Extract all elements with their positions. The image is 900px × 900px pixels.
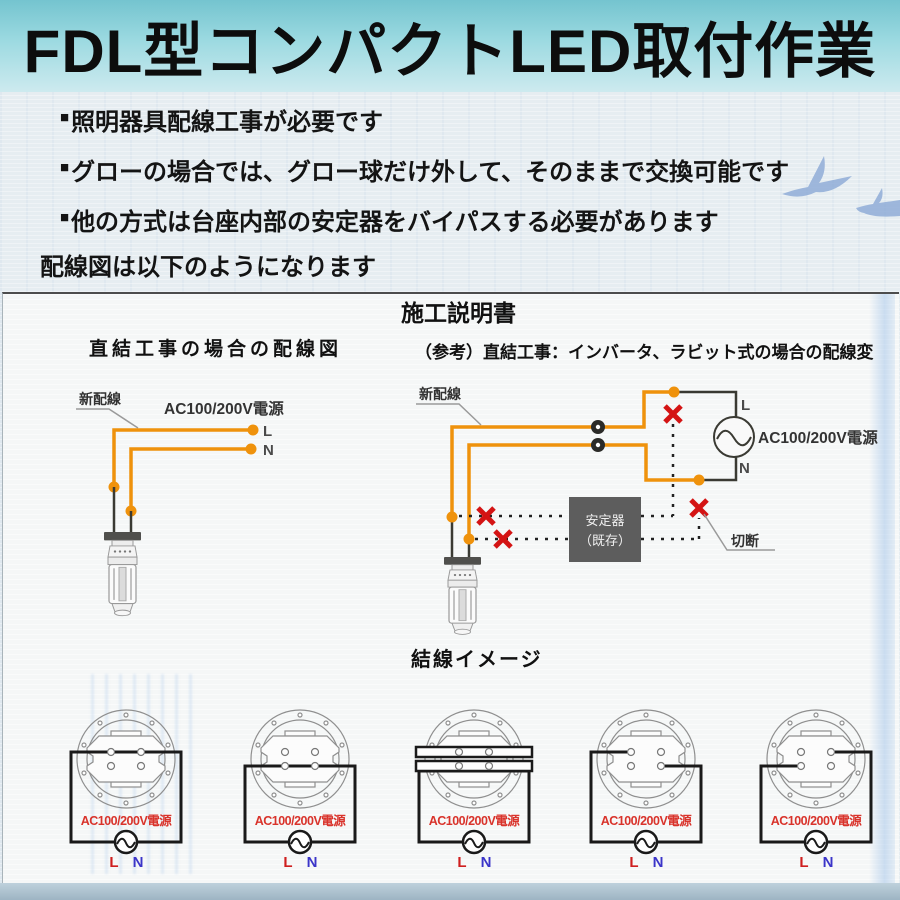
- ac-source-icon: [633, 829, 659, 855]
- socket-terminal-l: L: [629, 854, 638, 871]
- cut-dashed-lines: [459, 424, 701, 541]
- cut-x-icon: [493, 529, 513, 549]
- socket-terminal-n: N: [823, 854, 834, 871]
- cut-x-icon: [476, 506, 496, 526]
- note-item: ■ 照明器具配線工事が必要です: [60, 102, 383, 137]
- ballast-label-line1: 安定器: [585, 513, 624, 528]
- top-banner: FDL型コンパクトLED取付作業: [0, 0, 900, 92]
- note-item: ■ グローの場合では、グロー球だけ外して、そのままで交換可能です: [60, 152, 789, 187]
- terminal-dot-n: [245, 443, 257, 455]
- socket-terminal-l: L: [109, 854, 118, 871]
- neutral-wire: [467, 443, 699, 539]
- bullet-square-icon: ■: [60, 209, 70, 226]
- new-wiring-label: 新配線: [419, 386, 461, 402]
- note-text: グローの場合では、グロー球だけ外して、そのままで交換可能です: [71, 159, 790, 186]
- ac-source-icon: [113, 829, 139, 855]
- ballast-box: [569, 497, 641, 562]
- socket-pins: [454, 747, 494, 771]
- fdl-lamp-icon: [444, 557, 481, 635]
- socket-diagram-3: AC100/200V電源 L N: [414, 709, 534, 871]
- socket-power-label: AC100/200V電源: [601, 813, 693, 828]
- left-diagram-title: 直結工事の場合の配線図: [89, 339, 343, 360]
- panel-title: 施工説明書: [401, 300, 516, 326]
- panel-right-streak: [869, 294, 895, 885]
- new-wiring-pointer-line: [76, 408, 139, 429]
- note-text: 他の方式は台座内部の安定器をバイパスする必要があります: [71, 209, 719, 236]
- new-wiring-pointer-line: [416, 403, 482, 426]
- socket-pins: [626, 747, 666, 771]
- wire-nut-icon: [591, 438, 605, 452]
- ac-source-icon: [713, 416, 755, 458]
- bottom-band: [0, 883, 900, 900]
- socket-terminal-n: N: [481, 854, 492, 871]
- live-wire: [112, 428, 253, 487]
- junction-dot: [446, 511, 458, 523]
- bullet-square-icon: ■: [60, 109, 70, 126]
- note-text: 照明器具配線工事が必要です: [71, 109, 384, 136]
- cut-label: 切断: [731, 533, 759, 549]
- note-footer: 配線図は以下のようになります: [40, 254, 376, 281]
- power-source-label: AC100/200V電源: [164, 399, 284, 418]
- socket-terminal-l: L: [799, 854, 808, 871]
- instruction-panel: 施工説明書 直結工事の場合の配線図 （参考）直結工事：インバータ、ラビット式の場…: [2, 292, 899, 885]
- cut-x-icon: [663, 404, 683, 424]
- left-wiring-diagram: 新配線 AC100/200V電源 L N: [76, 391, 284, 617]
- terminal-n-label: N: [739, 460, 750, 477]
- cut-pointer-line: [703, 513, 775, 551]
- ballast-label-line2: （既存）: [579, 533, 631, 548]
- ac-source-icon: [461, 829, 487, 855]
- socket-pins: [796, 747, 836, 771]
- socket-base-icon: [766, 709, 866, 809]
- socket-pins: [106, 747, 146, 771]
- socket-terminal-l: L: [283, 854, 292, 871]
- source-wire: [699, 457, 738, 482]
- source-wire: [674, 390, 738, 417]
- cut-x-icon: [689, 498, 709, 518]
- ac-source-icon: [803, 829, 829, 855]
- junction-dot: [668, 386, 680, 398]
- socket-base-icon: [76, 709, 176, 809]
- live-wire: [450, 390, 674, 517]
- socket-base-icon: [250, 709, 350, 809]
- socket-base-icon: [596, 709, 696, 809]
- socket-diagram-5: AC100/200V電源 L N: [759, 709, 873, 871]
- right-wiring-diagram: 新配線 L N AC100/200V電源: [416, 386, 878, 635]
- socket-power-label: AC100/200V電源: [429, 813, 521, 828]
- socket-pins: [280, 747, 320, 771]
- jumper-bar: [414, 745, 534, 759]
- socket-power-label: AC100/200V電源: [771, 813, 863, 828]
- socket-diagram-1: AC100/200V電源 L N: [69, 709, 183, 871]
- new-wiring-label: 新配線: [79, 391, 121, 407]
- right-diagram-title: （参考）直結工事：インバータ、ラビット式の場合の配線変: [415, 343, 874, 362]
- socket-terminal-n: N: [307, 854, 318, 871]
- socket-diagram-4: AC100/200V電源 L N: [589, 709, 703, 871]
- note-item: ■ 他の方式は台座内部の安定器をバイパスする必要があります: [60, 202, 719, 237]
- socket-diagram-2: AC100/200V電源 L N: [243, 709, 357, 871]
- socket-terminal-l: L: [457, 854, 466, 871]
- wire-nut-icon: [591, 420, 605, 434]
- terminal-dot-l: [247, 424, 259, 436]
- bullet-square-icon: ■: [60, 159, 70, 176]
- neutral-wire: [129, 447, 251, 511]
- junction-dot: [693, 474, 705, 486]
- socket-terminal-n: N: [653, 854, 664, 871]
- socket-power-label: AC100/200V電源: [81, 813, 173, 828]
- terminal-l-label: L: [741, 397, 750, 414]
- ac-source-icon: [287, 829, 313, 855]
- socket-base-icon: [424, 709, 524, 809]
- socket-power-label: AC100/200V電源: [255, 813, 347, 828]
- terminal-n-label: N: [263, 442, 274, 459]
- jumper-bar: [414, 759, 534, 773]
- socket-terminal-n: N: [133, 854, 144, 871]
- page-title: FDL型コンパクトLED取付作業: [23, 17, 877, 85]
- power-source-label: AC100/200V電源: [758, 428, 878, 447]
- flying-birds-icon: [782, 156, 900, 217]
- junction-dot: [463, 533, 475, 545]
- connection-title: 結線イメージ: [411, 649, 543, 671]
- terminal-l-label: L: [263, 423, 272, 440]
- fdl-lamp-icon: [104, 532, 141, 617]
